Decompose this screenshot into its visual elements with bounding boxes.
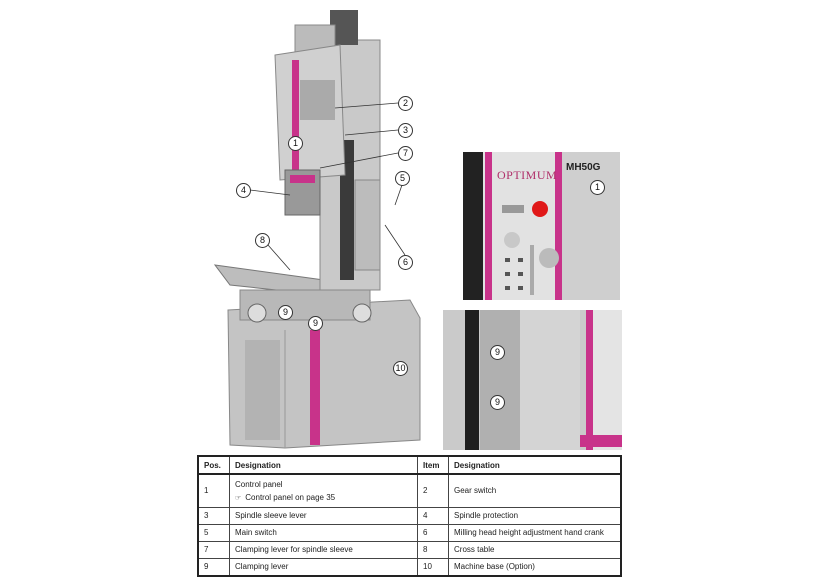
callout-9a: 9 <box>278 305 293 320</box>
emergency-stop-icon <box>532 201 548 217</box>
inset-callout-1: 1 <box>590 180 605 195</box>
callout-7: 7 <box>398 146 413 161</box>
callout-6: 6 <box>398 255 413 270</box>
inset-callout-9a: 9 <box>490 345 505 360</box>
machine-base <box>227 299 421 449</box>
header-pos: Pos. <box>197 455 230 475</box>
table-row: 1 Control panel ☞Control panel on page 3… <box>197 473 622 508</box>
callout-10: 10 <box>393 361 408 376</box>
model-label: MH50G <box>566 162 601 173</box>
designation-cell: Gear switch <box>448 473 622 508</box>
table-row: 7 Clamping lever for spindle sleeve 8 Cr… <box>197 540 622 559</box>
designation-cell: Spindle sleeve lever <box>229 506 418 525</box>
pos-cell: 5 <box>197 523 230 542</box>
pos-cell: 9 <box>197 557 230 576</box>
designation-cell: Control panel ☞Control panel on page 35 <box>229 473 418 508</box>
designation-cell: Cross table <box>448 540 622 559</box>
item-cell: 2 <box>417 473 449 508</box>
inset-callout-9b: 9 <box>490 395 505 410</box>
item-cell: 6 <box>417 523 449 542</box>
table-row: 9 Clamping lever 10 Machine base (Option… <box>197 557 622 576</box>
designation-cell: Spindle protection <box>448 506 622 525</box>
reference-text: Control panel on page 35 <box>245 492 336 502</box>
callout-3: 3 <box>398 123 413 138</box>
parts-table: Pos. Designation Item Designation 1 Cont… <box>197 455 622 577</box>
designation-cell: Clamping lever for spindle sleeve <box>229 540 418 559</box>
designation-cell: Clamping lever <box>229 557 418 576</box>
cross-reference[interactable]: ☞Control panel on page 35 <box>235 493 412 502</box>
reference-icon: ☞ <box>235 494 242 502</box>
callout-9b: 9 <box>308 316 323 331</box>
item-cell: 4 <box>417 506 449 525</box>
pos-cell: 1 <box>197 473 230 508</box>
brand-logo: OPTIMUM <box>497 168 558 182</box>
designation-cell: Machine base (Option) <box>448 557 622 576</box>
callout-1: 1 <box>288 136 303 151</box>
pos-cell: 7 <box>197 540 230 559</box>
designation-cell: Main switch <box>229 523 418 542</box>
header-designation-2: Designation <box>448 455 622 475</box>
leader-lines <box>249 102 406 271</box>
item-cell: 10 <box>417 557 449 576</box>
header-item: Item <box>417 455 449 475</box>
callout-8: 8 <box>255 233 270 248</box>
callout-4: 4 <box>236 183 251 198</box>
callout-2: 2 <box>398 96 413 111</box>
table-row: 5 Main switch 6 Milling head height adju… <box>197 523 622 542</box>
inset-clamping-levers <box>443 310 622 450</box>
cross-table <box>213 264 372 323</box>
inset-control-panel <box>463 152 620 300</box>
designation-cell: Milling head height adjustment hand cran… <box>448 523 622 542</box>
pos-cell: 3 <box>197 506 230 525</box>
designation-text: Control panel <box>235 479 283 489</box>
callout-5: 5 <box>395 171 410 186</box>
table-row: 3 Spindle sleeve lever 4 Spindle protect… <box>197 506 622 525</box>
item-cell: 8 <box>417 540 449 559</box>
table-header-row: Pos. Designation Item Designation <box>197 455 622 475</box>
header-designation: Designation <box>229 455 418 475</box>
